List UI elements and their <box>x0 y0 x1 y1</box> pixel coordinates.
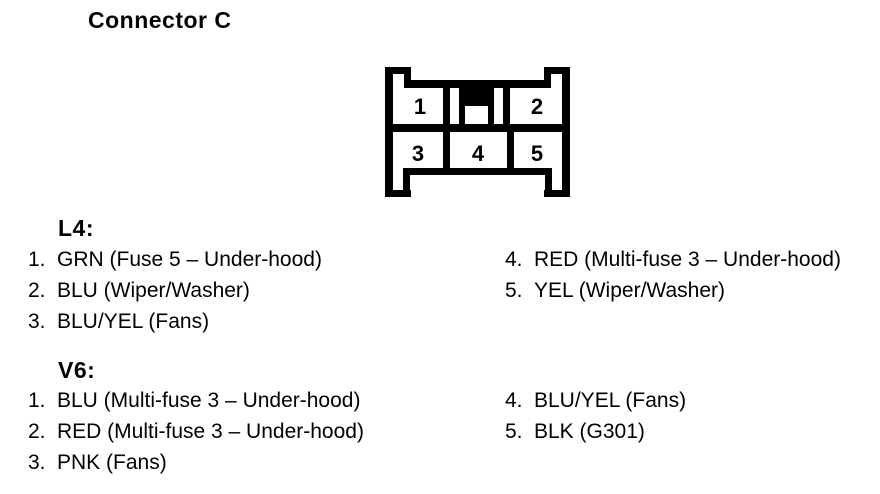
pin-list-item: 5. YEL (Wiper/Washer) <box>505 280 725 301</box>
pin-item-number: 3. <box>28 310 46 333</box>
pin-item-number: 4. <box>505 389 523 412</box>
pin-list-item: 2. BLU (Wiper/Washer) <box>28 280 250 301</box>
keyway-block <box>459 82 494 106</box>
pin-item-number: 2. <box>28 420 46 443</box>
page-title: Connector C <box>88 7 232 33</box>
pin-list-item: 5. BLK (G301) <box>505 421 645 442</box>
pin-item-text: BLK (G301) <box>534 420 645 443</box>
pin-item-number: 1. <box>28 389 46 412</box>
pin-item-text: BLU (Multi-fuse 3 – Under-hood) <box>57 389 361 412</box>
section-heading-l4: L4: <box>58 215 94 241</box>
pin-item-number: 4. <box>505 248 523 271</box>
pin-list-item: 3. PNK (Fans) <box>28 452 167 473</box>
housing-bottom-border <box>404 168 551 175</box>
pin-number-1: 1 <box>414 94 426 119</box>
pin-number-2: 2 <box>531 94 543 119</box>
pin-item-text: RED (Multi-fuse 3 – Under-hood) <box>534 248 841 271</box>
pin-number-5: 5 <box>531 141 543 166</box>
pin-item-text: BLU (Wiper/Washer) <box>57 279 250 302</box>
keyway-right-leg <box>488 106 494 132</box>
pin-item-text: RED (Multi-fuse 3 – Under-hood) <box>57 420 364 443</box>
pin-item-number: 3. <box>28 451 46 474</box>
pin-list-item: 1. BLU (Multi-fuse 3 – Under-hood) <box>28 390 360 411</box>
pin-number-3: 3 <box>412 141 424 166</box>
leg-left-inner-wall <box>403 168 410 197</box>
pin-list-item: 2. RED (Multi-fuse 3 – Under-hood) <box>28 421 364 442</box>
pin-item-text: BLU/YEL (Fans) <box>57 310 210 333</box>
pin-list-item: 1. GRN (Fuse 5 – Under-hood) <box>28 249 322 270</box>
pin-item-text: YEL (Wiper/Washer) <box>534 279 725 302</box>
leg-right-inner-wall <box>545 168 552 197</box>
pin-item-text: PNK (Fans) <box>57 451 167 474</box>
housing-top-right-step <box>544 67 551 87</box>
keyway-left-leg <box>459 106 465 132</box>
connector-housing <box>385 67 570 197</box>
leg-right-cap <box>544 190 570 197</box>
pin-list-item: 3. BLU/YEL (Fans) <box>28 311 209 332</box>
pin-numbers: 1 2 3 4 5 <box>412 94 543 166</box>
pin-item-text: GRN (Fuse 5 – Under-hood) <box>57 248 322 271</box>
pin-item-number: 2. <box>28 279 46 302</box>
pin-item-text: BLU/YEL (Fans) <box>534 389 687 412</box>
pin-item-number: 1. <box>28 248 46 271</box>
divider-cav4-cav5 <box>507 124 514 175</box>
pin-number-4: 4 <box>472 141 485 166</box>
row-divider <box>385 124 570 132</box>
housing-top-left-ear <box>385 67 411 74</box>
housing-top-left-step <box>404 67 411 87</box>
pin-item-number: 5. <box>505 420 523 443</box>
section-heading-v6: V6: <box>58 357 96 383</box>
pin-list-item: 4. BLU/YEL (Fans) <box>505 390 686 411</box>
pin-list-item: 4. RED (Multi-fuse 3 – Under-hood) <box>505 249 841 270</box>
connector-diagram: 1 2 3 4 5 <box>385 67 570 197</box>
housing-top-right-ear <box>544 67 570 74</box>
leg-left-cap <box>385 190 411 197</box>
divider-cav2-left-border <box>503 80 510 132</box>
pin-item-number: 5. <box>505 279 523 302</box>
